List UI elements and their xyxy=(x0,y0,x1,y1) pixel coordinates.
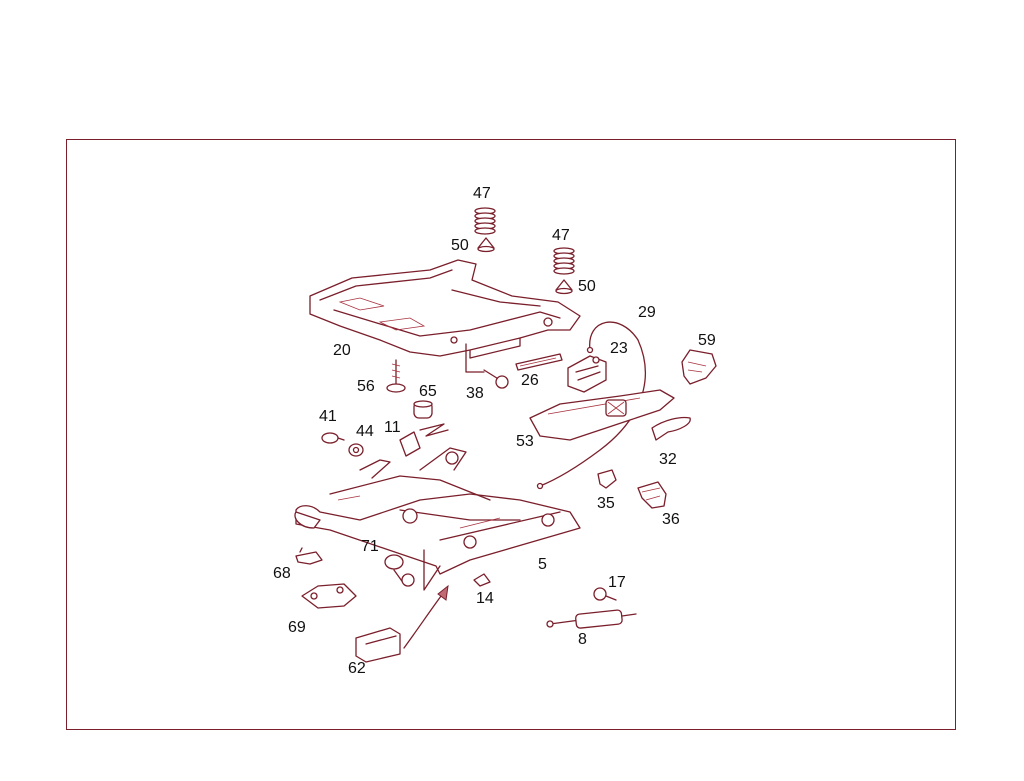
callout-47-left: 47 xyxy=(473,185,491,202)
callout-59: 59 xyxy=(698,332,716,349)
callout-17: 17 xyxy=(608,574,626,591)
part-38-bolt xyxy=(465,343,509,389)
callout-71: 71 xyxy=(361,538,379,555)
part-69-bracket xyxy=(301,583,357,609)
callout-26: 26 xyxy=(521,372,539,389)
part-17-bolt xyxy=(593,587,617,601)
part-53-side-trim xyxy=(529,389,675,441)
part-35-clip xyxy=(597,469,617,489)
part-11-clip xyxy=(399,423,449,457)
callout-5: 5 xyxy=(538,556,547,573)
part-68-bracket xyxy=(295,547,323,565)
callout-38: 38 xyxy=(466,385,484,402)
callout-11: 11 xyxy=(384,419,401,436)
callout-53: 53 xyxy=(516,433,534,450)
callout-41: 41 xyxy=(319,408,337,425)
part-47-spring-left xyxy=(474,207,496,235)
assembly-arrow xyxy=(403,584,449,649)
callout-56: 56 xyxy=(357,378,375,395)
part-26-strip xyxy=(515,353,563,371)
part-47-spring-right xyxy=(553,247,575,275)
callout-69: 69 xyxy=(288,619,306,636)
part-23-bracket xyxy=(567,355,607,393)
callout-50-right: 50 xyxy=(578,278,596,295)
callout-8: 8 xyxy=(578,631,587,648)
callout-35: 35 xyxy=(597,495,615,512)
part-36-bracket xyxy=(637,481,667,509)
diagram-frame xyxy=(66,139,956,730)
part-8-gas-strut xyxy=(546,609,637,629)
part-14-clip xyxy=(473,573,491,587)
part-62-housing xyxy=(355,627,401,663)
part-71-knob xyxy=(384,549,441,591)
callout-44: 44 xyxy=(356,423,374,440)
callout-68: 68 xyxy=(273,565,291,582)
part-29-cable xyxy=(536,321,646,490)
callout-23: 23 xyxy=(610,340,628,357)
callout-29: 29 xyxy=(638,304,656,321)
callout-65: 65 xyxy=(419,383,437,400)
part-59-cover xyxy=(681,349,717,385)
part-56-screw xyxy=(386,359,406,393)
part-41-nut xyxy=(321,432,345,444)
callout-36: 36 xyxy=(662,511,680,528)
part-50-buffer-left xyxy=(477,237,495,253)
callout-47-right: 47 xyxy=(552,227,570,244)
callout-20: 20 xyxy=(333,342,351,359)
part-65-grommet xyxy=(413,400,433,419)
part-50-buffer-right xyxy=(555,279,573,295)
callout-62: 62 xyxy=(348,660,366,677)
part-44-washer xyxy=(348,443,364,457)
part-5-seat-frame xyxy=(294,447,581,575)
callout-32: 32 xyxy=(659,451,677,468)
callout-50-left: 50 xyxy=(451,237,469,254)
part-32-handle xyxy=(651,416,691,441)
callout-14: 14 xyxy=(476,590,494,607)
part-20-seat-pan xyxy=(309,259,581,359)
